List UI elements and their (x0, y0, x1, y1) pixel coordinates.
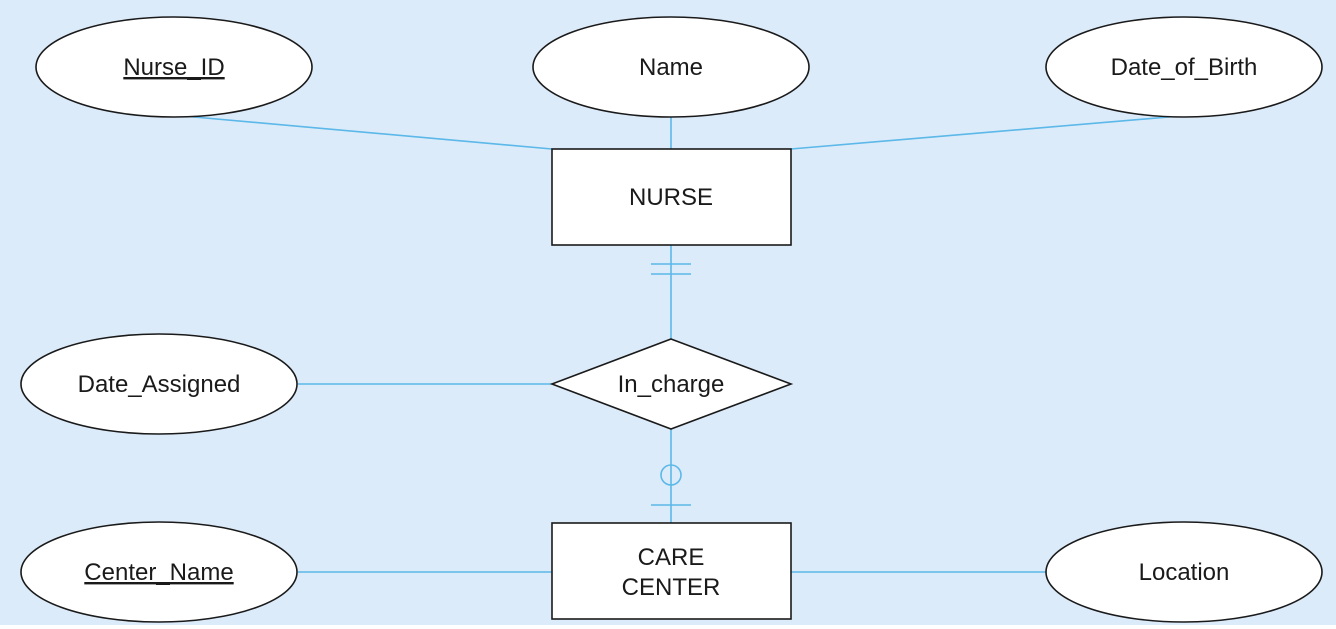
attribute-date-of-birth: Date_of_Birth (1045, 16, 1323, 118)
attribute-label-nurse-id: Nurse_ID (123, 54, 224, 81)
attribute-label-date-assigned: Date_Assigned (78, 371, 241, 398)
attribute-location: Location (1045, 521, 1323, 623)
attribute-date-assigned: Date_Assigned (20, 333, 298, 435)
relationship-label-in-charge: In_charge (618, 371, 725, 398)
connector-date-of-birth (790, 115, 1181, 150)
attribute-label-date-of-birth: Date_of_Birth (1111, 54, 1258, 81)
attribute-label-name: Name (639, 54, 703, 81)
relationship-in-charge: In_charge (549, 338, 794, 430)
entity-label-center: CENTER (622, 574, 721, 601)
cardinality-zero-circle (660, 464, 682, 486)
entity-care-center: CARE CENTER (551, 522, 792, 620)
relationship-diamond (549, 338, 794, 430)
attribute-ellipse (1045, 16, 1323, 118)
attribute-ellipse (20, 333, 298, 435)
attribute-ellipse (35, 16, 313, 118)
attribute-name: Name (532, 16, 810, 118)
attribute-nurse-id: Nurse_ID (35, 16, 313, 118)
attribute-ellipse (1045, 521, 1323, 623)
entity-nurse: NURSE (551, 148, 792, 246)
attribute-label-center-name: Center_Name (84, 559, 233, 586)
entity-label-care: CARE (638, 544, 705, 571)
entity-label-nurse: NURSE (629, 184, 713, 211)
attribute-center-name: Center_Name (20, 521, 298, 623)
entity-box (551, 522, 792, 620)
cardinality-mandatory-one-mark (651, 263, 691, 275)
attribute-label-location: Location (1139, 559, 1230, 586)
entity-box (551, 148, 792, 246)
cardinality-optional-one-mark (651, 464, 691, 506)
attribute-ellipse (20, 521, 298, 623)
attribute-ellipse (532, 16, 810, 118)
connectors (182, 115, 1181, 573)
connector-nurse-id (182, 115, 553, 150)
